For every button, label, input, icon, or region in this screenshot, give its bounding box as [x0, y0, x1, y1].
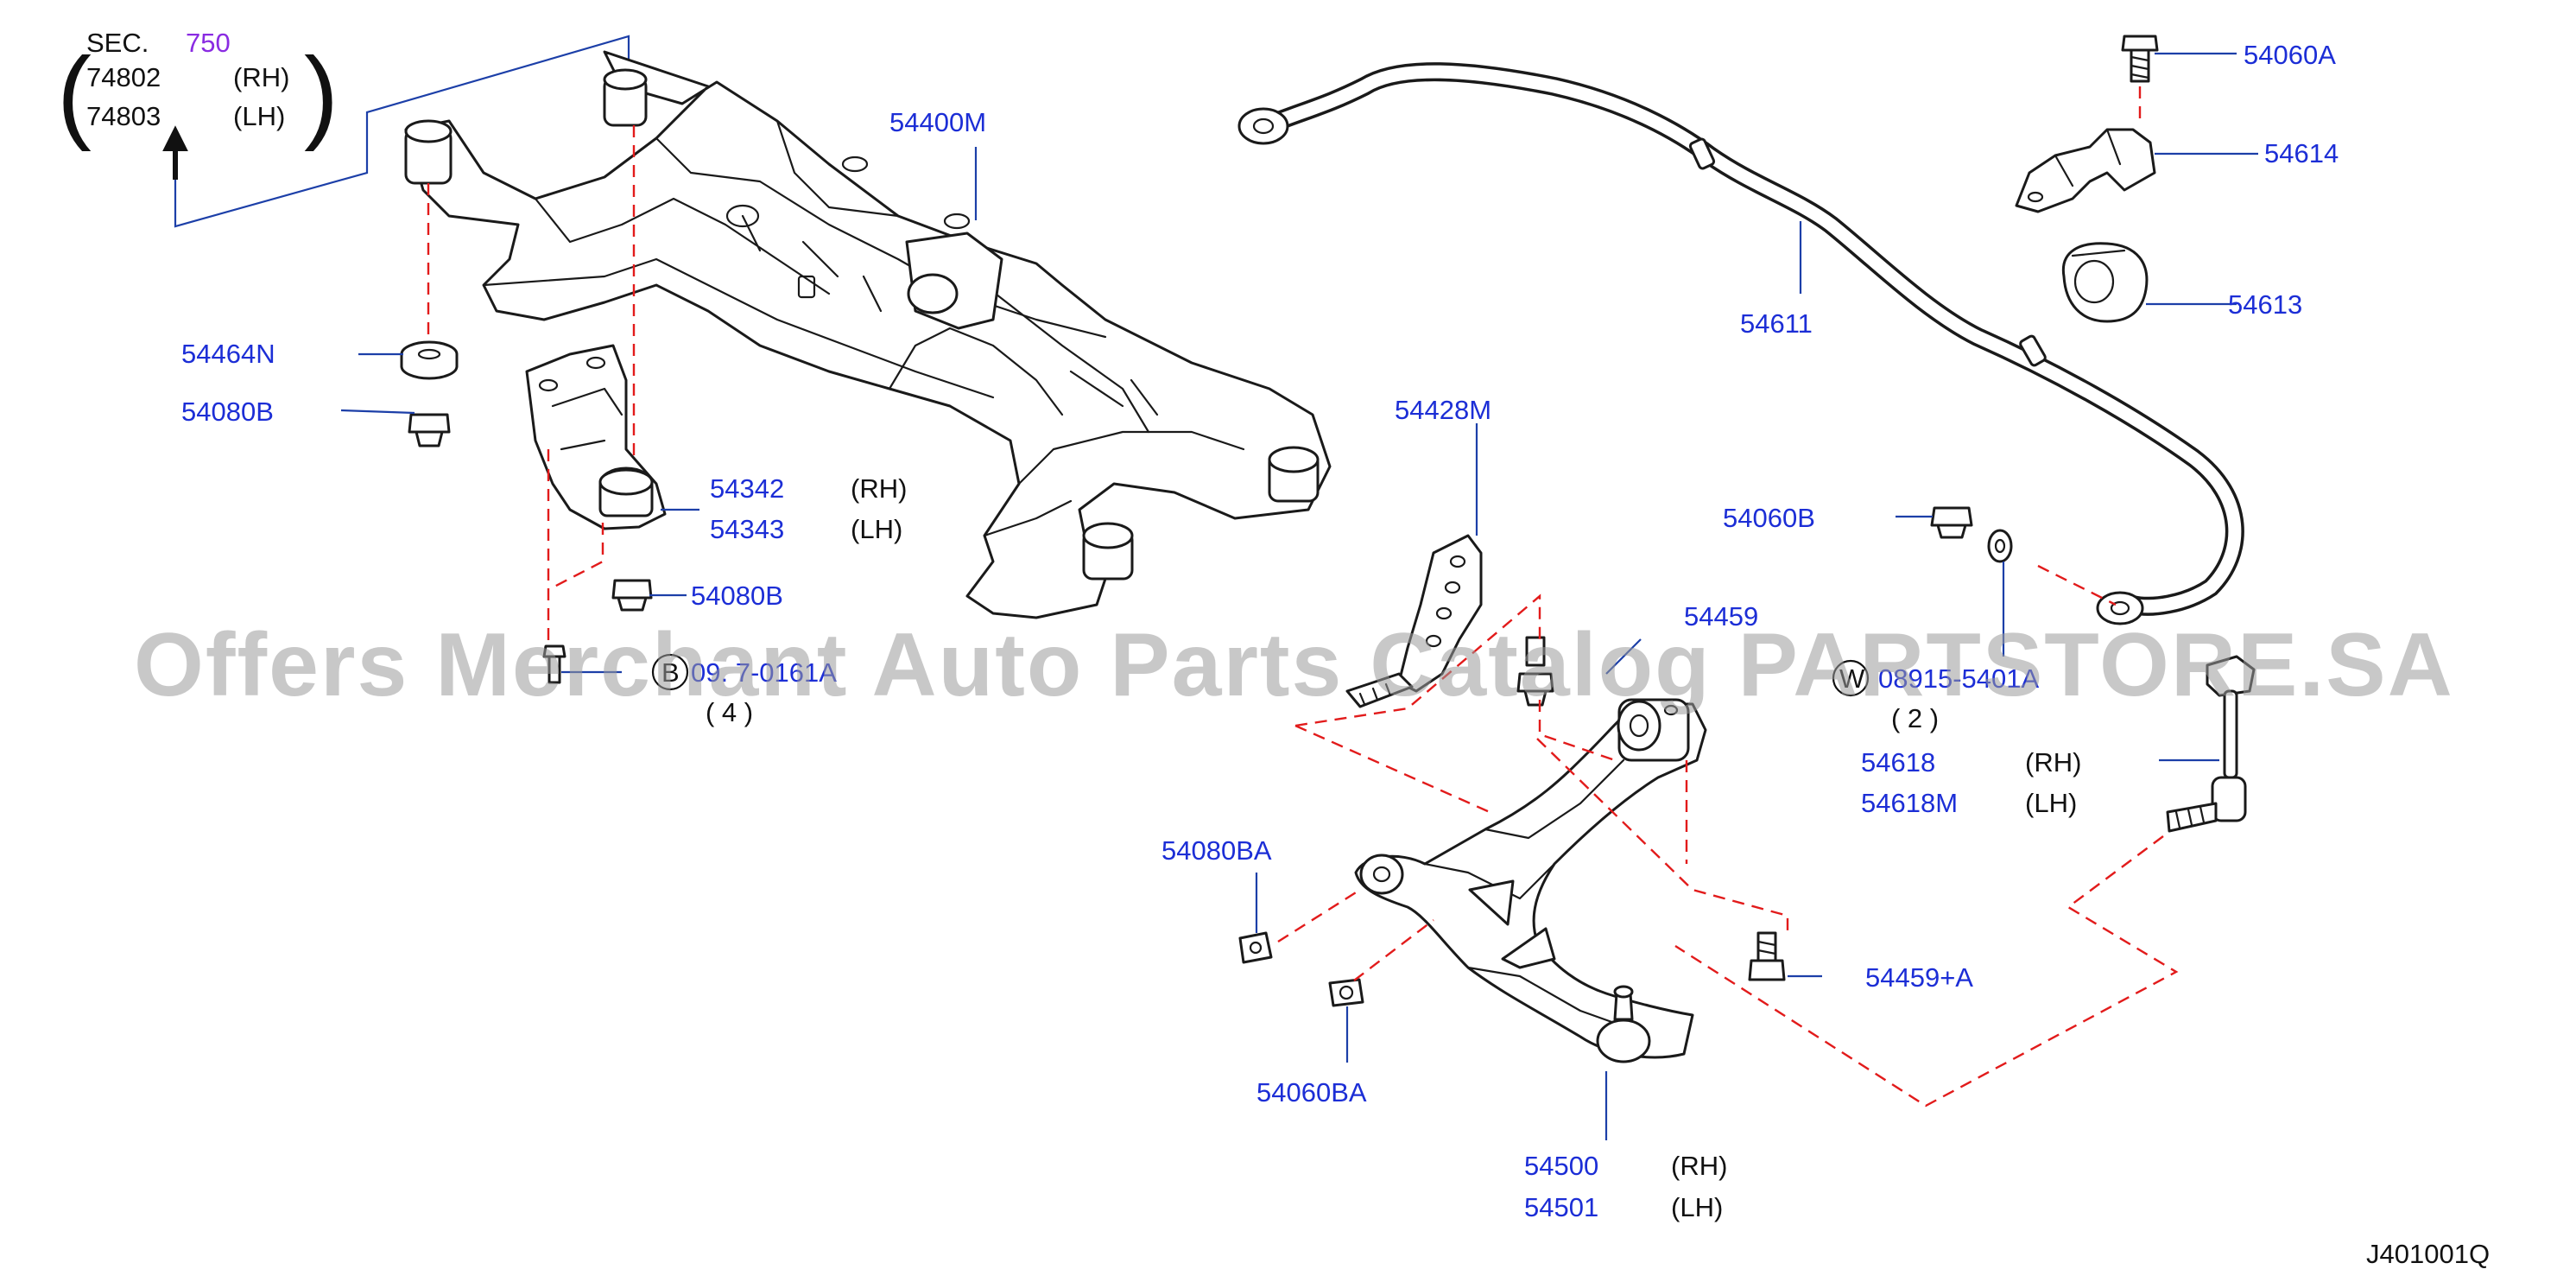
callout-labels: 54400M 54464N 54080B 54342 (RH) 54343 (L… [181, 40, 2490, 1269]
label-54400m[interactable]: 54400M [889, 107, 986, 137]
label-54428m[interactable]: 54428M [1395, 395, 1491, 425]
label-washer-w[interactable]: 08915-5401A [1878, 663, 2039, 694]
link-lower-line [1674, 835, 2179, 1107]
label-54080b-low[interactable]: 54080B [691, 581, 783, 611]
side-54618m: (LH) [2025, 788, 2077, 818]
bolt-54060a[interactable] [2121, 35, 2159, 83]
bolt-b[interactable] [542, 644, 566, 684]
left-alignment-lines [427, 125, 636, 644]
label-54618[interactable]: 54618 [1861, 747, 1935, 777]
washer-54464n[interactable] [400, 340, 459, 380]
front-crossmember[interactable] [404, 50, 1332, 619]
link-alignment-line [2037, 564, 2117, 606]
sec-number[interactable]: 750 [186, 28, 231, 58]
label-54060ba[interactable]: 54060BA [1256, 1077, 1367, 1107]
label-54613[interactable]: 54613 [2228, 289, 2302, 320]
label-54060b[interactable]: 54060B [1723, 503, 1815, 533]
label-54501[interactable]: 54501 [1524, 1192, 1598, 1222]
nut-54080b-top[interactable] [408, 413, 451, 447]
stabilizer-bar[interactable] [1237, 62, 2244, 625]
symbol-b-icon: B [651, 653, 689, 691]
label-54343[interactable]: 54343 [710, 514, 784, 544]
sec-rh-side: (RH) [233, 62, 289, 92]
label-54464n[interactable]: 54464N [181, 339, 275, 369]
sec-leader [174, 35, 630, 228]
side-54343: (LH) [851, 514, 902, 544]
nut-54060b[interactable] [1930, 506, 1973, 539]
qty-washer-w: ( 2 ) [1891, 703, 1939, 733]
side-54501: (LH) [1671, 1192, 1723, 1222]
side-54618: (RH) [2025, 747, 2081, 777]
sec-arrow-icon [162, 125, 188, 180]
side-54342: (RH) [851, 473, 907, 504]
svg-text:B: B [661, 657, 680, 688]
arm-alignment-lines [1277, 593, 1789, 981]
nut-54060ba[interactable] [1328, 978, 1364, 1007]
label-54459a[interactable]: 54459+A [1865, 962, 1973, 993]
open-paren: ( [57, 36, 92, 152]
bolt-54459a[interactable] [1748, 931, 1786, 981]
washer-w[interactable] [1987, 529, 2013, 563]
label-54500[interactable]: 54500 [1524, 1151, 1598, 1181]
section-reference[interactable]: ( ) SEC. 750 74802 (RH) 74803 (LH) [57, 28, 630, 228]
bracket-plate-54428m[interactable] [1345, 534, 1483, 708]
side-54500: (RH) [1671, 1151, 1727, 1181]
label-54342[interactable]: 54342 [710, 473, 784, 504]
bolt-54459[interactable] [1516, 636, 1554, 707]
lower-control-arm[interactable] [1354, 698, 1707, 1063]
stabilizer-link[interactable] [2166, 655, 2256, 833]
bushing-54613[interactable] [2061, 242, 2149, 323]
sec-label: SEC. [86, 28, 149, 58]
symbol-w-icon: W [1832, 659, 1870, 697]
leader-lines [340, 52, 2258, 1140]
mounting-bracket[interactable] [525, 344, 667, 530]
label-bolt-b[interactable]: 09. 7-0161A [691, 657, 837, 688]
label-54080ba[interactable]: 54080BA [1161, 835, 1272, 866]
close-paren: ) [304, 36, 339, 152]
watermark: Offers Merchant Auto Parts Catalog PARTS… [134, 615, 2454, 715]
label-54080b-top[interactable]: 54080B [181, 397, 274, 427]
sec-lh-side: (LH) [233, 101, 285, 131]
sec-lh-part: 74803 [86, 101, 161, 131]
qty-bolt-b: ( 4 ) [706, 697, 753, 727]
label-54611[interactable]: 54611 [1740, 308, 1813, 339]
label-54060a[interactable]: 54060A [2244, 40, 2336, 70]
label-54614[interactable]: 54614 [2264, 138, 2339, 168]
label-54618m[interactable]: 54618M [1861, 788, 1958, 818]
sec-rh-part: 74802 [86, 62, 161, 92]
svg-text:W: W [1839, 663, 1865, 694]
nut-54080ba[interactable] [1238, 931, 1273, 964]
clamp-54614[interactable] [2015, 128, 2156, 213]
nut-54080b-low[interactable] [611, 579, 653, 612]
diagram-code: J401001Q [2366, 1239, 2490, 1269]
label-54459[interactable]: 54459 [1684, 601, 1758, 631]
